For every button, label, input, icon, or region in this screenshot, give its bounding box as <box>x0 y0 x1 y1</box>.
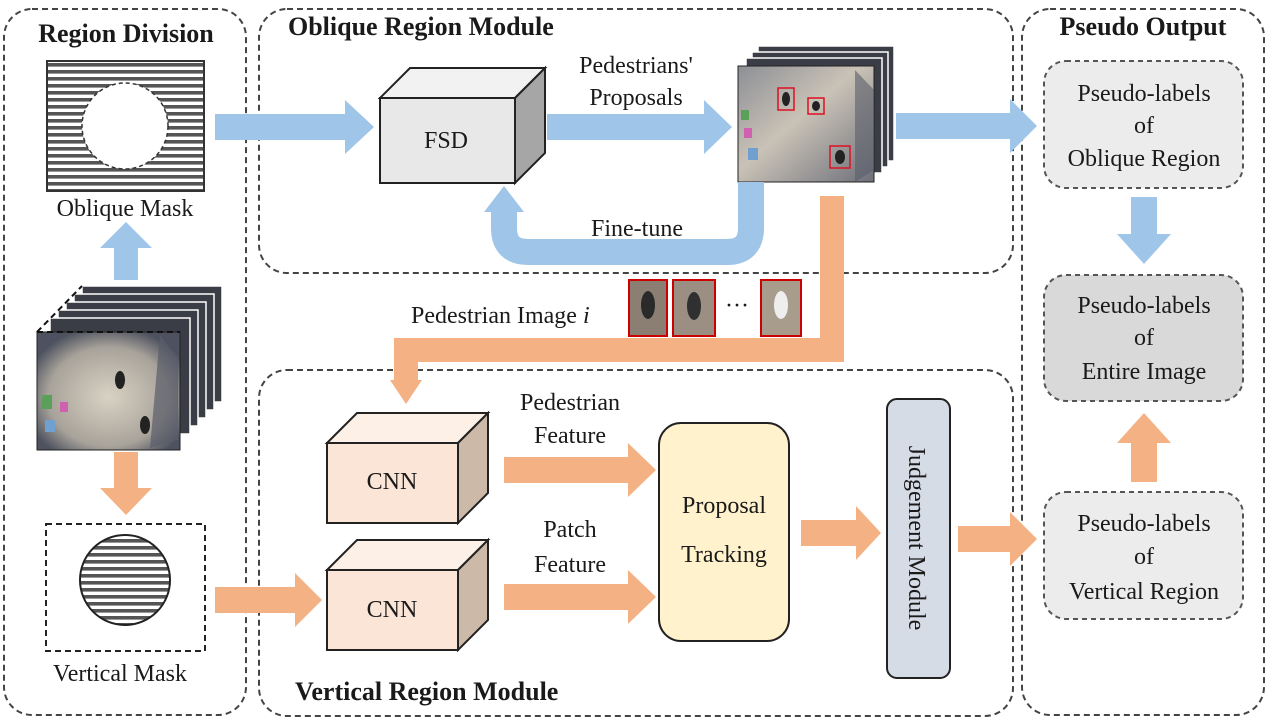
fsd-detector <box>377 65 548 186</box>
oblique-mask-label: Oblique Mask <box>57 196 194 222</box>
vertical-module-panel <box>258 369 1014 717</box>
fsd-label: FSD <box>424 128 468 154</box>
oblique-mask-image <box>46 60 205 192</box>
cnn-top-box <box>324 410 491 526</box>
arrow-proposals-to-output <box>896 99 1037 153</box>
output-vertical-line1: Pseudo-labels <box>1077 511 1210 537</box>
ped-feature-label-1: Pedestrian <box>520 390 620 416</box>
output-entire-box <box>1043 274 1244 402</box>
arrow-judgement-to-output <box>958 512 1037 566</box>
arrow-oblique-to-entire <box>1117 197 1171 264</box>
pseudo-output-title: Pseudo Output <box>1060 12 1227 41</box>
oblique-module-title: Oblique Region Module <box>288 12 554 41</box>
arrow-down-orange <box>100 452 152 515</box>
arrow-up-blue <box>100 222 152 280</box>
patch-feature-label-1: Patch <box>543 517 596 543</box>
arrow-patch-feature <box>504 570 656 624</box>
pedestrian-crops <box>628 279 802 337</box>
arrow-mask-to-cnn <box>215 573 322 627</box>
cnn-bottom-label: CNN <box>367 597 418 623</box>
output-oblique-line2: of <box>1134 113 1154 139</box>
proposals-label-2: Proposals <box>589 85 682 111</box>
judgement-label: Judgement Module <box>903 446 929 631</box>
pseudo-output-panel <box>1021 8 1265 716</box>
pedestrian-index: i <box>583 303 590 329</box>
output-entire-line2: of <box>1134 325 1154 351</box>
finetune-label: Fine-tune <box>591 216 683 242</box>
proposals-label-1: Pedestrians' <box>579 53 693 79</box>
arrow-fsd-to-proposals <box>547 100 732 154</box>
output-oblique-line1: Pseudo-labels <box>1077 81 1210 107</box>
ellipsis-text: ··· <box>725 293 749 319</box>
judgement-module-box <box>886 398 951 679</box>
output-oblique-box <box>1043 60 1244 189</box>
output-vertical-line3: Vertical Region <box>1069 579 1219 605</box>
pedestrian-crop-path <box>394 196 844 380</box>
cnn-bottom-box <box>324 537 491 653</box>
finetune-loop-arrow <box>491 182 764 265</box>
fisheye-frame-stack <box>36 285 223 451</box>
vertical-mask-label: Vertical Mask <box>53 661 187 687</box>
output-entire-line3: Entire Image <box>1082 359 1207 385</box>
tracking-label-1: Proposal <box>682 493 766 519</box>
finetune-arrowhead <box>484 186 524 212</box>
region-division-panel <box>3 8 247 716</box>
arrow-tracking-to-judgement <box>801 506 881 560</box>
proposal-frame-stack <box>737 45 895 183</box>
vertical-mask-image <box>45 523 206 652</box>
output-vertical-box <box>1043 491 1244 620</box>
tracking-label-2: Tracking <box>681 542 767 568</box>
region-division-title: Region Division <box>38 19 214 48</box>
output-entire-line1: Pseudo-labels <box>1077 293 1210 319</box>
arrow-mask-to-fsd <box>215 100 374 154</box>
vertical-module-title: Vertical Region Module <box>295 677 558 706</box>
pedestrian-image-label: Pedestrian Image i <box>411 303 590 329</box>
proposal-tracking-box <box>658 422 790 642</box>
output-oblique-line3: Oblique Region <box>1068 146 1221 172</box>
output-vertical-line2: of <box>1134 544 1154 570</box>
arrow-ped-feature <box>504 443 656 497</box>
arrow-vertical-to-entire <box>1117 413 1171 482</box>
pedestrian-crop-arrowhead <box>390 380 422 404</box>
patch-feature-label-2: Feature <box>534 552 606 578</box>
cnn-top-label: CNN <box>367 469 418 495</box>
ped-feature-label-2: Feature <box>534 423 606 449</box>
